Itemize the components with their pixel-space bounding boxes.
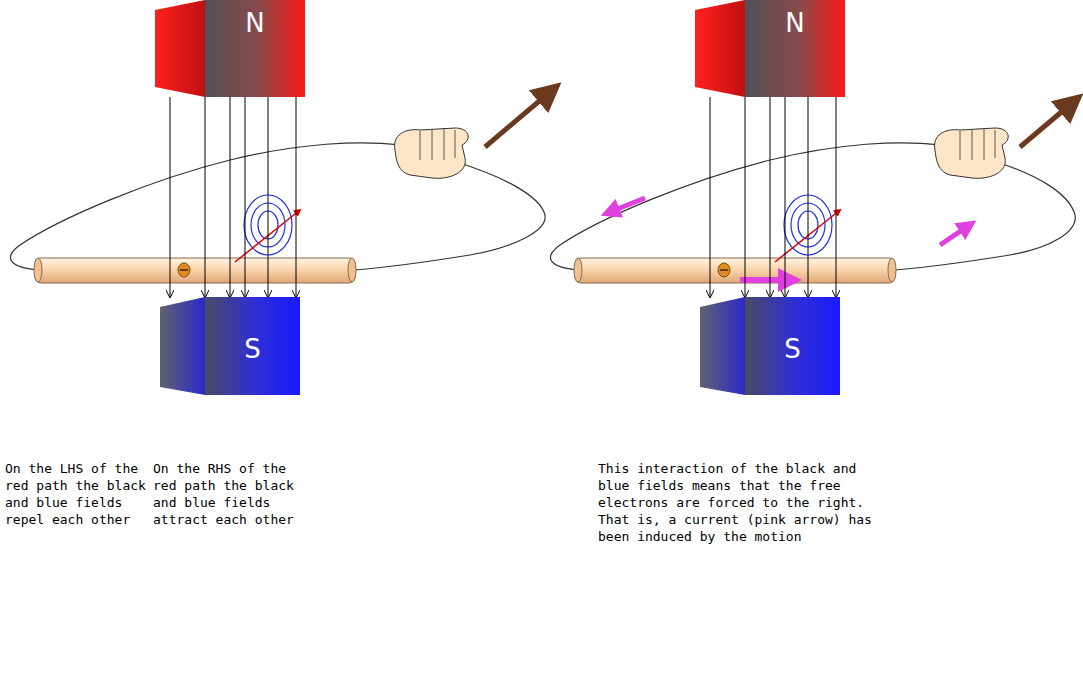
field-line	[710, 97, 711, 297]
field-line	[785, 97, 786, 297]
magnet-shape	[700, 295, 840, 395]
pole-letter: N	[205, 8, 305, 38]
pole-letter: N	[745, 8, 845, 38]
field-line	[170, 97, 171, 297]
magnet-shape	[695, 0, 845, 97]
current-arrow	[610, 198, 645, 212]
motion-arrow	[485, 92, 550, 147]
south-magnet: S	[700, 295, 840, 395]
caption-note: This interaction of the black and blue f…	[598, 460, 873, 545]
north-magnet: N	[695, 0, 845, 97]
field-line	[770, 97, 771, 297]
hand	[935, 128, 1009, 178]
current-arrow	[740, 277, 790, 283]
left-scene	[10, 92, 550, 283]
south-magnet: S	[160, 295, 300, 395]
magnet-shape	[155, 0, 305, 97]
field-line	[296, 97, 297, 297]
electron-sign	[720, 269, 728, 271]
rod-end	[348, 258, 356, 282]
magnet-shape	[160, 295, 300, 395]
pole-letter: S	[205, 334, 300, 364]
field-line	[836, 97, 837, 297]
field-line	[268, 97, 269, 297]
current-arrow	[940, 226, 968, 245]
conductor-rod	[575, 258, 895, 283]
hand	[395, 128, 469, 178]
right-scene	[550, 103, 1075, 283]
rod-end	[34, 258, 42, 282]
caption-note: On the LHS of the red path the black and…	[5, 460, 150, 528]
rod-end	[574, 258, 582, 282]
field-line	[745, 97, 746, 297]
caption-note: On the RHS of the red path the black and…	[153, 460, 298, 528]
electron	[718, 263, 730, 277]
field-line	[808, 97, 809, 297]
electron	[178, 263, 190, 277]
motion-arrow	[1020, 103, 1072, 147]
field-line	[205, 97, 206, 297]
field-line	[230, 97, 231, 297]
conductor-rod	[35, 258, 355, 283]
electron-sign	[180, 269, 188, 271]
north-magnet: N	[155, 0, 305, 97]
field-line	[245, 97, 246, 297]
pole-letter: S	[745, 334, 840, 364]
rod-end	[888, 258, 896, 282]
